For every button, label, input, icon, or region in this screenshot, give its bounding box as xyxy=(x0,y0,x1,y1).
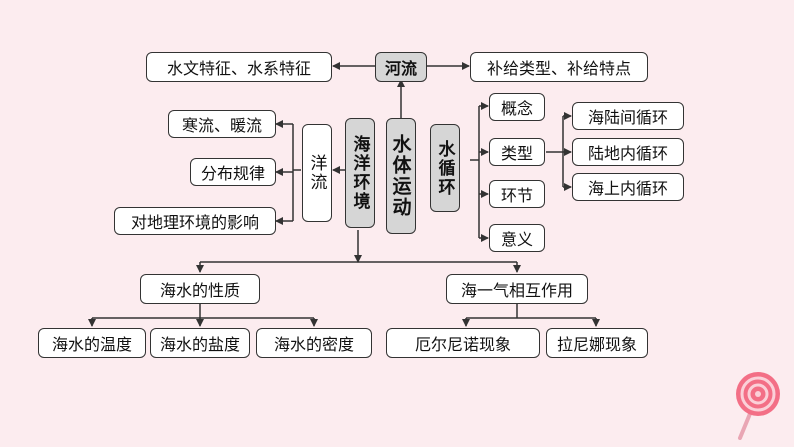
river-left-box: 水文特征、水系特征 xyxy=(146,52,332,82)
current-box: 洋流 xyxy=(302,124,332,222)
seawater-property-item: 海水的密度 xyxy=(256,328,372,358)
water-cycle-item: 概念 xyxy=(489,93,545,121)
current-item: 分布规律 xyxy=(190,158,276,186)
current-item: 对地理环境的影响 xyxy=(114,207,276,235)
seawater-property-item: 海水的盐度 xyxy=(150,328,250,358)
sea-air-item: 厄尔尼诺现象 xyxy=(386,328,540,358)
sea-air-box: 海一气相互作用 xyxy=(446,274,588,304)
current-item: 寒流、暖流 xyxy=(168,110,276,138)
water-cycle-item: 环节 xyxy=(489,180,545,208)
water-cycle-box: 水循环 xyxy=(430,124,460,212)
cycle-type: 海陆间循环 xyxy=(572,102,684,130)
sea-air-item: 拉尼娜现象 xyxy=(546,328,648,358)
river-box: 河流 xyxy=(375,52,427,82)
seawater-property-item: 海水的温度 xyxy=(38,328,146,358)
water-cycle-item: 意义 xyxy=(489,224,545,252)
water-cycle-item: 类型 xyxy=(489,138,545,166)
center-water-movement: 水体运动 xyxy=(386,118,416,234)
river-right-box: 补给类型、补给特点 xyxy=(470,52,648,82)
seawater-properties-box: 海水的性质 xyxy=(140,274,260,304)
lollipop-icon xyxy=(736,372,780,440)
ocean-environment-box: 海洋环境 xyxy=(345,118,375,228)
cycle-type: 陆地内循环 xyxy=(572,138,684,166)
cycle-type: 海上内循环 xyxy=(572,173,684,201)
